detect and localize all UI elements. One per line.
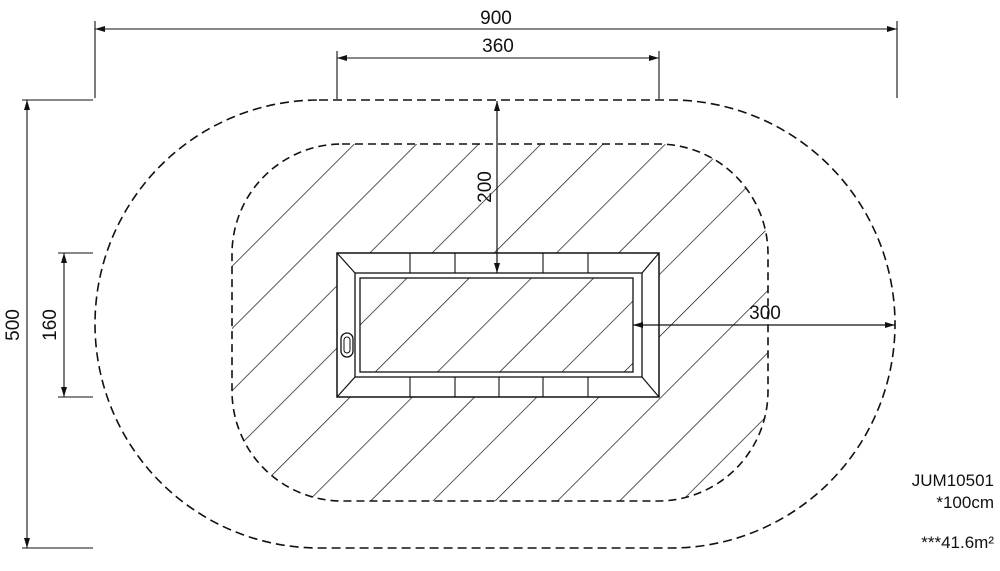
- area-label: ***41.6m²: [921, 533, 994, 552]
- dimension-equipment-depth: 160: [40, 252, 93, 398]
- model-number: JUM10501: [911, 471, 994, 490]
- dimension-equipment-width: 360: [336, 36, 660, 99]
- access-handle-icon: [340, 332, 354, 358]
- equipment-frame: [336, 252, 660, 398]
- outer-safety-zone: [94, 99, 896, 549]
- dimension-overall-width: 900: [94, 8, 898, 98]
- dimension-360-label: 360: [482, 36, 514, 57]
- dimension-900-label: 900: [480, 8, 512, 29]
- unit-label: *100cm: [936, 493, 994, 512]
- dimension-top-clearance: 200: [475, 101, 500, 273]
- dimension-500-label: 500: [3, 309, 24, 341]
- dimension-300-label: 300: [749, 303, 781, 324]
- dimension-200-label: 200: [475, 171, 496, 203]
- info-block: JUM10501 *100cm ***41.6m²: [912, 470, 994, 554]
- dimension-overall-height: 500: [3, 99, 93, 549]
- dimension-side-clearance: 300: [633, 303, 895, 328]
- dimension-160-label: 160: [40, 309, 61, 341]
